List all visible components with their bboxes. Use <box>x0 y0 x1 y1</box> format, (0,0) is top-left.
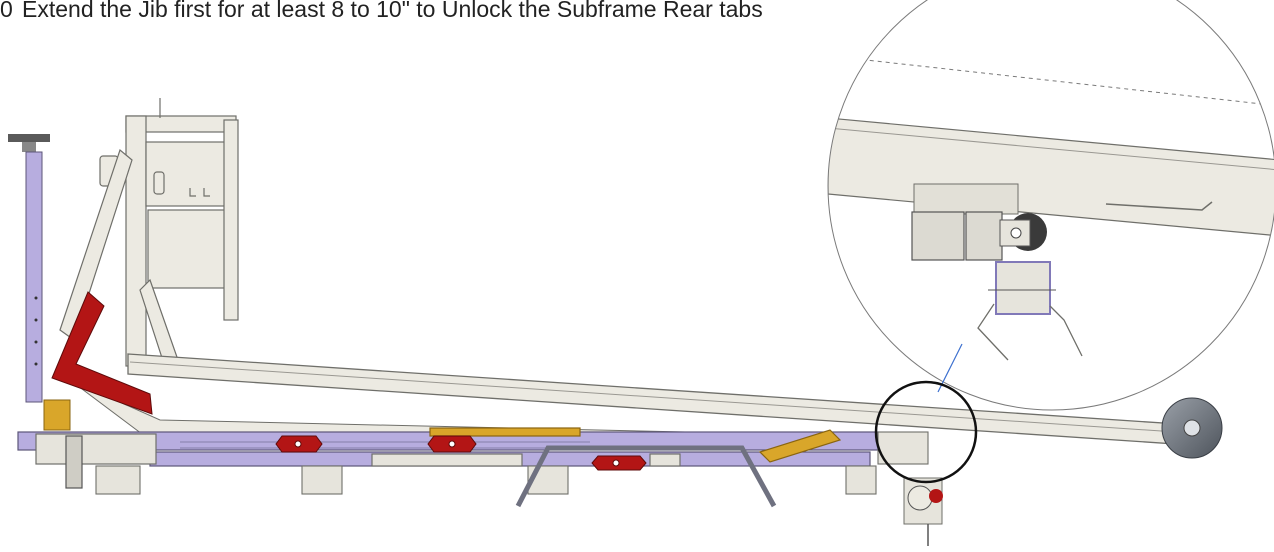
instruction-text: Extend the Jib first for at least 8 to 1… <box>22 0 763 22</box>
support-feet <box>95 431 929 495</box>
callout-pointer <box>874 343 978 484</box>
roller-wheel-icon <box>1161 397 1223 459</box>
step-number: 0 <box>0 0 13 22</box>
detail-callout <box>827 0 1274 411</box>
front-pivot <box>903 477 943 546</box>
red-bracket <box>51 291 153 415</box>
red-lock-tabs <box>275 435 647 471</box>
handle-bar <box>515 445 777 508</box>
back-frame <box>59 98 239 367</box>
vertical-post <box>8 134 71 431</box>
instruction-line: 0 Extend the Jib first for at least 8 to … <box>0 0 763 23</box>
zoom-circle-icon <box>874 380 978 484</box>
